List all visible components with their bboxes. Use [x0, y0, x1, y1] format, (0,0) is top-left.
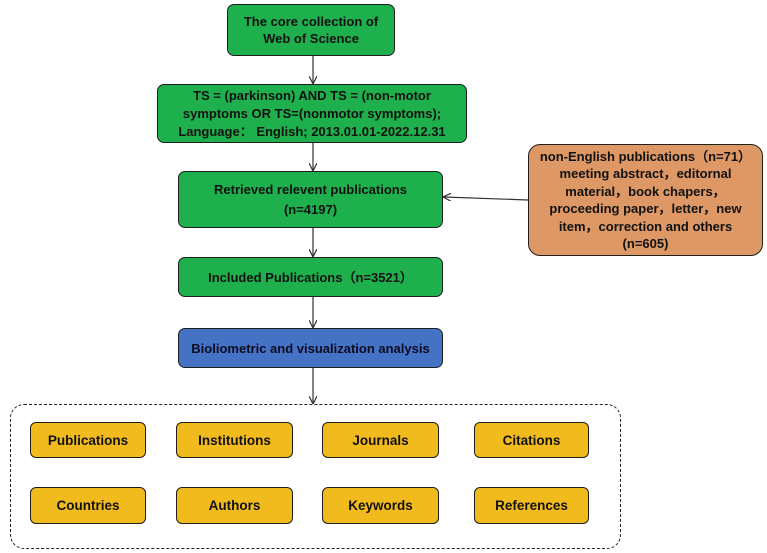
- output-citations: Citations: [474, 422, 589, 458]
- excluded-line-6: (n=605): [622, 236, 669, 251]
- arrow-excluded-to-retrieved: [444, 197, 529, 200]
- output-journals: Journals: [322, 422, 439, 458]
- excluded-box: non-English publications（n=71） meeting a…: [528, 144, 763, 256]
- analysis-box: Bioliometric and visualization analysis: [178, 328, 443, 368]
- output-institutions: Institutions: [176, 422, 293, 458]
- output-keywords-label: Keywords: [348, 498, 413, 513]
- output-countries: Countries: [30, 487, 146, 524]
- output-keywords: Keywords: [322, 487, 439, 524]
- output-institutions-label: Institutions: [198, 432, 271, 448]
- included-label: Included Publications（n=3521）: [208, 269, 413, 285]
- query-box: TS = (parkinson) AND TS = (non-motor sym…: [157, 84, 467, 143]
- source-line-2: Web of Science: [263, 31, 359, 46]
- query-line-2: symptoms OR TS=(nonmotor symptoms);: [182, 105, 442, 121]
- outputs-group: [10, 404, 621, 549]
- output-countries-label: Countries: [56, 498, 120, 513]
- source-box: The core collection of Web of Science: [227, 4, 395, 56]
- output-authors-label: Authors: [208, 498, 261, 513]
- analysis-label: Bioliometric and visualization analysis: [191, 340, 430, 356]
- excluded-line-1: non-English publications（n=71）: [539, 148, 752, 164]
- excluded-line-3: material，book chapers，: [565, 183, 726, 199]
- source-line-1: The core collection of: [243, 14, 379, 29]
- query-line-1: TS = (parkinson) AND TS = (non-motor: [193, 87, 431, 103]
- output-references-label: References: [495, 498, 568, 513]
- retrieved-line-1: Retrieved relevent publications: [214, 181, 407, 197]
- excluded-line-5: item，correction and others: [558, 218, 733, 234]
- output-publications: Publications: [30, 422, 146, 458]
- output-publications-label: Publications: [47, 432, 129, 448]
- excluded-line-4: proceeding paper，letter，new: [549, 201, 742, 216]
- output-journals-label: Journals: [352, 432, 409, 448]
- query-line-3: Language： English; 2013.01.01-2022.12.31: [178, 123, 446, 139]
- excluded-line-2: meeting abstract，editornal: [559, 166, 732, 181]
- retrieved-box: Retrieved relevent publications (n=4197): [178, 171, 443, 228]
- included-box: Included Publications（n=3521）: [178, 257, 443, 297]
- output-references: References: [474, 487, 589, 524]
- output-authors: Authors: [176, 487, 293, 524]
- output-citations-label: Citations: [502, 432, 561, 448]
- retrieved-line-2: (n=4197): [283, 201, 338, 217]
